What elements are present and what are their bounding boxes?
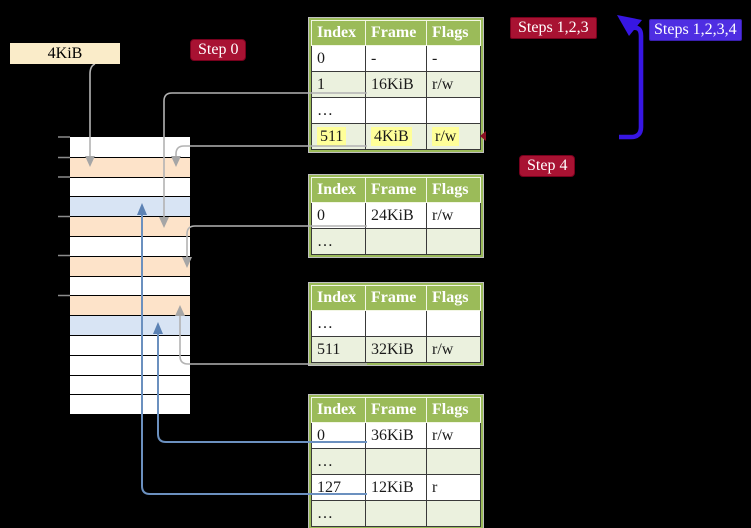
cell: r/w — [426, 123, 481, 150]
page-table-3: Index Frame Flags … 511 32KiB r/w — [311, 285, 481, 363]
cell: 32KiB — [365, 336, 427, 363]
cell: r — [426, 474, 481, 501]
cell: 127 — [311, 474, 366, 501]
step0-badge: Step 0 — [190, 39, 247, 61]
steps123-badge: Steps 1,2,3 — [510, 17, 597, 39]
memory-row — [70, 374, 190, 395]
cell: 16KiB — [365, 71, 427, 98]
memory-row — [70, 255, 190, 276]
cell: - — [365, 45, 427, 72]
highlighted-value: 4KiB — [371, 126, 412, 146]
column-header-frame: Frame — [365, 285, 427, 311]
memory-row — [70, 176, 190, 197]
table-row: 127 12KiB r — [311, 474, 481, 501]
cell — [426, 310, 481, 337]
table-row: … — [311, 500, 481, 527]
highlighted-value: 511 — [317, 126, 347, 146]
page-table-2: Index Frame Flags 0 24KiB r/w … — [311, 177, 481, 255]
table-row: … — [311, 228, 481, 255]
memory-row — [70, 235, 190, 256]
column-header-index: Index — [311, 20, 366, 46]
column-header-frame: Frame — [365, 177, 427, 203]
memory-row — [70, 354, 190, 375]
memory-row — [70, 315, 190, 335]
cell — [426, 500, 481, 527]
physical-memory-strip — [70, 137, 190, 415]
cell: 36KiB — [365, 422, 427, 449]
cell: r/w — [426, 422, 481, 449]
cell — [365, 500, 427, 527]
column-header-index: Index — [311, 177, 366, 203]
table-row: 0 36KiB r/w — [311, 422, 481, 449]
memory-row — [70, 394, 190, 415]
cell: 1 — [311, 71, 366, 98]
memory-row — [70, 334, 190, 355]
cell: r/w — [426, 202, 481, 229]
memory-row — [70, 196, 190, 217]
cell: r/w — [426, 336, 481, 363]
cell: 24KiB — [365, 202, 427, 229]
cell — [365, 448, 427, 475]
cell: 511 — [311, 336, 366, 363]
table-row-highlighted: 511 4KiB r/w — [311, 123, 481, 150]
column-header-frame: Frame — [365, 20, 427, 46]
cell: 4KiB — [365, 123, 427, 150]
column-header-frame: Frame — [365, 397, 427, 423]
cell — [426, 97, 481, 124]
column-header-flags: Flags — [426, 397, 481, 423]
page-table-4: Index Frame Flags 0 36KiB r/w … 127 12Ki… — [311, 397, 481, 527]
cell — [365, 97, 427, 124]
cell: … — [311, 310, 366, 337]
table-row: 511 32KiB r/w — [311, 336, 481, 363]
recursive-loop-arrowhead — [617, 15, 642, 36]
cell: 0 — [311, 202, 366, 229]
cell: - — [426, 45, 481, 72]
cell: 511 — [311, 123, 366, 150]
column-header-flags: Flags — [426, 20, 481, 46]
cell — [365, 310, 427, 337]
cell — [426, 228, 481, 255]
cell: 0 — [311, 45, 366, 72]
cell: … — [311, 448, 366, 475]
cell: 0 — [311, 422, 366, 449]
table-row: 1 16KiB r/w — [311, 71, 481, 98]
cell: 12KiB — [365, 474, 427, 501]
cell — [365, 228, 427, 255]
cell: … — [311, 500, 366, 527]
memory-row — [70, 156, 190, 177]
table-row: … — [311, 97, 481, 124]
column-header-index: Index — [311, 397, 366, 423]
highlighted-value: r/w — [432, 126, 460, 146]
table-row: 0 - - — [311, 45, 481, 72]
table-row: … — [311, 310, 481, 337]
column-header-flags: Flags — [426, 177, 481, 203]
cell: r/w — [426, 71, 481, 98]
cell: … — [311, 97, 366, 124]
cell — [426, 448, 481, 475]
page-table-1: Index Frame Flags 0 - - 1 16KiB r/w … 51… — [311, 20, 481, 150]
memory-ticks — [58, 136, 70, 297]
memory-row — [70, 295, 190, 316]
memory-row — [70, 137, 190, 157]
steps1234-badge: Steps 1,2,3,4 — [649, 19, 742, 41]
cell: … — [311, 228, 366, 255]
table-row: 0 24KiB r/w — [311, 202, 481, 229]
table-row: … — [311, 448, 481, 475]
step4-badge: Step 4 — [519, 155, 576, 177]
memory-row — [70, 216, 190, 236]
recursive-loop-arrow — [619, 25, 644, 140]
column-header-flags: Flags — [426, 285, 481, 311]
column-header-index: Index — [311, 285, 366, 311]
memory-row — [70, 275, 190, 296]
memory-address-label: 4KiB — [10, 43, 120, 64]
